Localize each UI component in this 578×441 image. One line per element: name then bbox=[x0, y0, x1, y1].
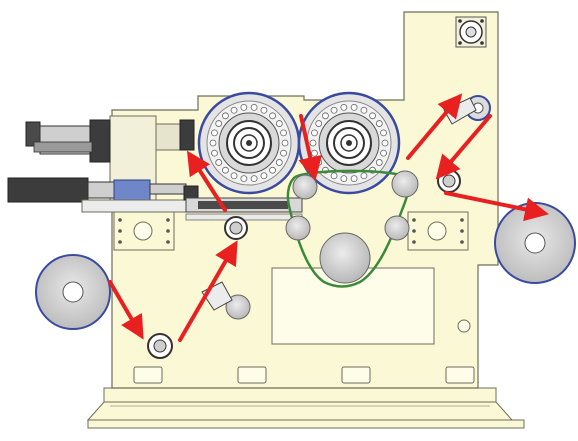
drum-bolt bbox=[269, 112, 276, 120]
drum-bolt bbox=[230, 172, 238, 180]
drum-bolt bbox=[315, 120, 323, 127]
slide-rail bbox=[185, 197, 303, 221]
drum-bolt bbox=[340, 103, 348, 111]
drum-bolt bbox=[322, 112, 329, 120]
drum-bolt bbox=[381, 139, 389, 147]
drum-bolt bbox=[222, 112, 229, 120]
drum-bolt bbox=[211, 149, 218, 157]
drum-bolt bbox=[360, 106, 368, 114]
drum-bolt bbox=[215, 159, 223, 166]
right-drum-icon bbox=[297, 91, 401, 195]
drum-bolt bbox=[250, 103, 258, 111]
drum-bolt bbox=[230, 106, 238, 114]
drum-bolt bbox=[260, 172, 268, 180]
top-bearing-icon bbox=[455, 16, 487, 48]
drum-bolt bbox=[380, 149, 387, 157]
drum-bolt bbox=[269, 166, 276, 174]
unwind-roll-icon bbox=[35, 254, 111, 330]
arrow-roller-up-right bbox=[406, 93, 463, 160]
drum-bolt bbox=[369, 112, 376, 120]
arrow-bearing-up bbox=[178, 240, 238, 342]
drum-bolt bbox=[281, 139, 289, 147]
pneumatic-actuator bbox=[7, 115, 199, 213]
drum-bolt bbox=[350, 103, 358, 111]
drum-bolt bbox=[250, 175, 258, 183]
drum-bolt bbox=[211, 129, 218, 137]
drum-bolt bbox=[309, 139, 317, 147]
drum-bolt bbox=[311, 129, 318, 137]
guide-bearing-right bbox=[437, 169, 461, 193]
drum-bolt bbox=[375, 159, 383, 166]
drum-bolt bbox=[311, 149, 318, 157]
drum-bolt bbox=[275, 159, 283, 166]
drum-bolt bbox=[280, 149, 287, 157]
drum-bolt bbox=[330, 172, 338, 180]
drum-bolt bbox=[209, 139, 217, 147]
right-bracket bbox=[407, 211, 469, 251]
machine-base bbox=[86, 387, 525, 429]
drum-bolt bbox=[380, 129, 387, 137]
rewind-roll-icon bbox=[494, 202, 576, 284]
web-path-arrows bbox=[108, 93, 549, 342]
idler-rollers bbox=[225, 170, 419, 320]
drum-bolt bbox=[360, 172, 368, 180]
left-bracket bbox=[113, 211, 175, 251]
drum-bolt bbox=[375, 120, 383, 127]
drum-bolt bbox=[240, 103, 248, 111]
arrow-to-rewind bbox=[444, 191, 549, 222]
drum-bolt bbox=[280, 129, 287, 137]
drum-bolt bbox=[222, 166, 229, 174]
left-drum-icon bbox=[197, 91, 301, 195]
arrow-unwind-to-bearing bbox=[108, 280, 144, 340]
drum-bolt bbox=[350, 175, 358, 183]
guide-bearing-left bbox=[224, 216, 248, 240]
arrow-to-top-left bbox=[186, 150, 227, 212]
arrow-down-left bbox=[435, 114, 492, 180]
drum-bolt bbox=[240, 175, 248, 183]
drum-bolt bbox=[340, 175, 348, 183]
drum-bolt bbox=[260, 106, 268, 114]
drum-bolt bbox=[330, 106, 338, 114]
drum-bolt bbox=[215, 120, 223, 127]
arrow-drum-to-roller bbox=[298, 114, 322, 181]
drum-bolt bbox=[315, 159, 323, 166]
drum-bolt bbox=[275, 120, 283, 127]
guide-bearing-bottom bbox=[147, 333, 173, 359]
